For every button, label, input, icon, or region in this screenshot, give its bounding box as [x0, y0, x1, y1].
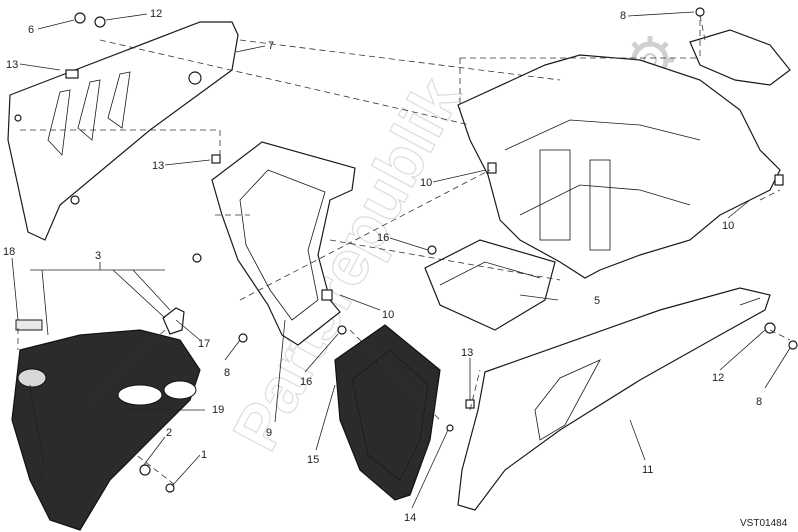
- callout-3: 3: [95, 250, 101, 262]
- callout-7: 7: [268, 40, 274, 52]
- side-panel-11: [457, 287, 771, 511]
- fasteners: [65, 7, 798, 493]
- callout-8-mid: 8: [224, 367, 230, 379]
- frame-9: [211, 141, 356, 346]
- callout-8-top: 8: [620, 10, 626, 22]
- callout-1: 1: [201, 449, 207, 461]
- plate-5: [424, 239, 556, 331]
- front-cover-4: [11, 329, 201, 531]
- callout-15: 15: [307, 454, 319, 466]
- side-panel-7: [7, 21, 239, 241]
- callout-18: 18: [3, 246, 15, 258]
- label-18: [15, 319, 43, 331]
- callout-12-top: 12: [150, 8, 162, 20]
- callout-6: 6: [28, 24, 34, 36]
- callout-4: 4: [38, 472, 44, 484]
- bracket-3: [162, 307, 185, 335]
- callouts: 6 12 13 7 8 13 10 16 10 18 3 5 10 17 8 1…: [3, 8, 762, 524]
- assembly-lines: [17, 14, 791, 486]
- callout-9: 9: [266, 427, 272, 439]
- callout-14: 14: [404, 512, 416, 524]
- callout-8-right: 8: [756, 396, 762, 408]
- callout-17: 17: [198, 338, 210, 350]
- callout-2: 2: [166, 427, 172, 439]
- callout-10-b: 10: [722, 220, 734, 232]
- callout-13-mid: 13: [152, 160, 164, 172]
- inner-panel-15: [334, 324, 441, 501]
- callout-13-top-left: 13: [6, 59, 18, 71]
- subframe-10: [457, 54, 781, 279]
- callout-10-a: 10: [420, 177, 432, 189]
- callout-16-a: 16: [377, 232, 389, 244]
- callout-12-right: 12: [712, 372, 724, 384]
- callout-16-b: 16: [300, 376, 312, 388]
- drawing-reference: VST01484: [740, 518, 788, 529]
- callout-19: 19: [212, 404, 224, 416]
- leader-lines: [11, 11, 791, 509]
- callout-5: 5: [594, 295, 600, 307]
- seat-cover: [689, 29, 791, 86]
- callout-11: 11: [642, 464, 653, 476]
- callout-13-low: 13: [461, 347, 473, 359]
- callout-10-c: 10: [382, 309, 394, 321]
